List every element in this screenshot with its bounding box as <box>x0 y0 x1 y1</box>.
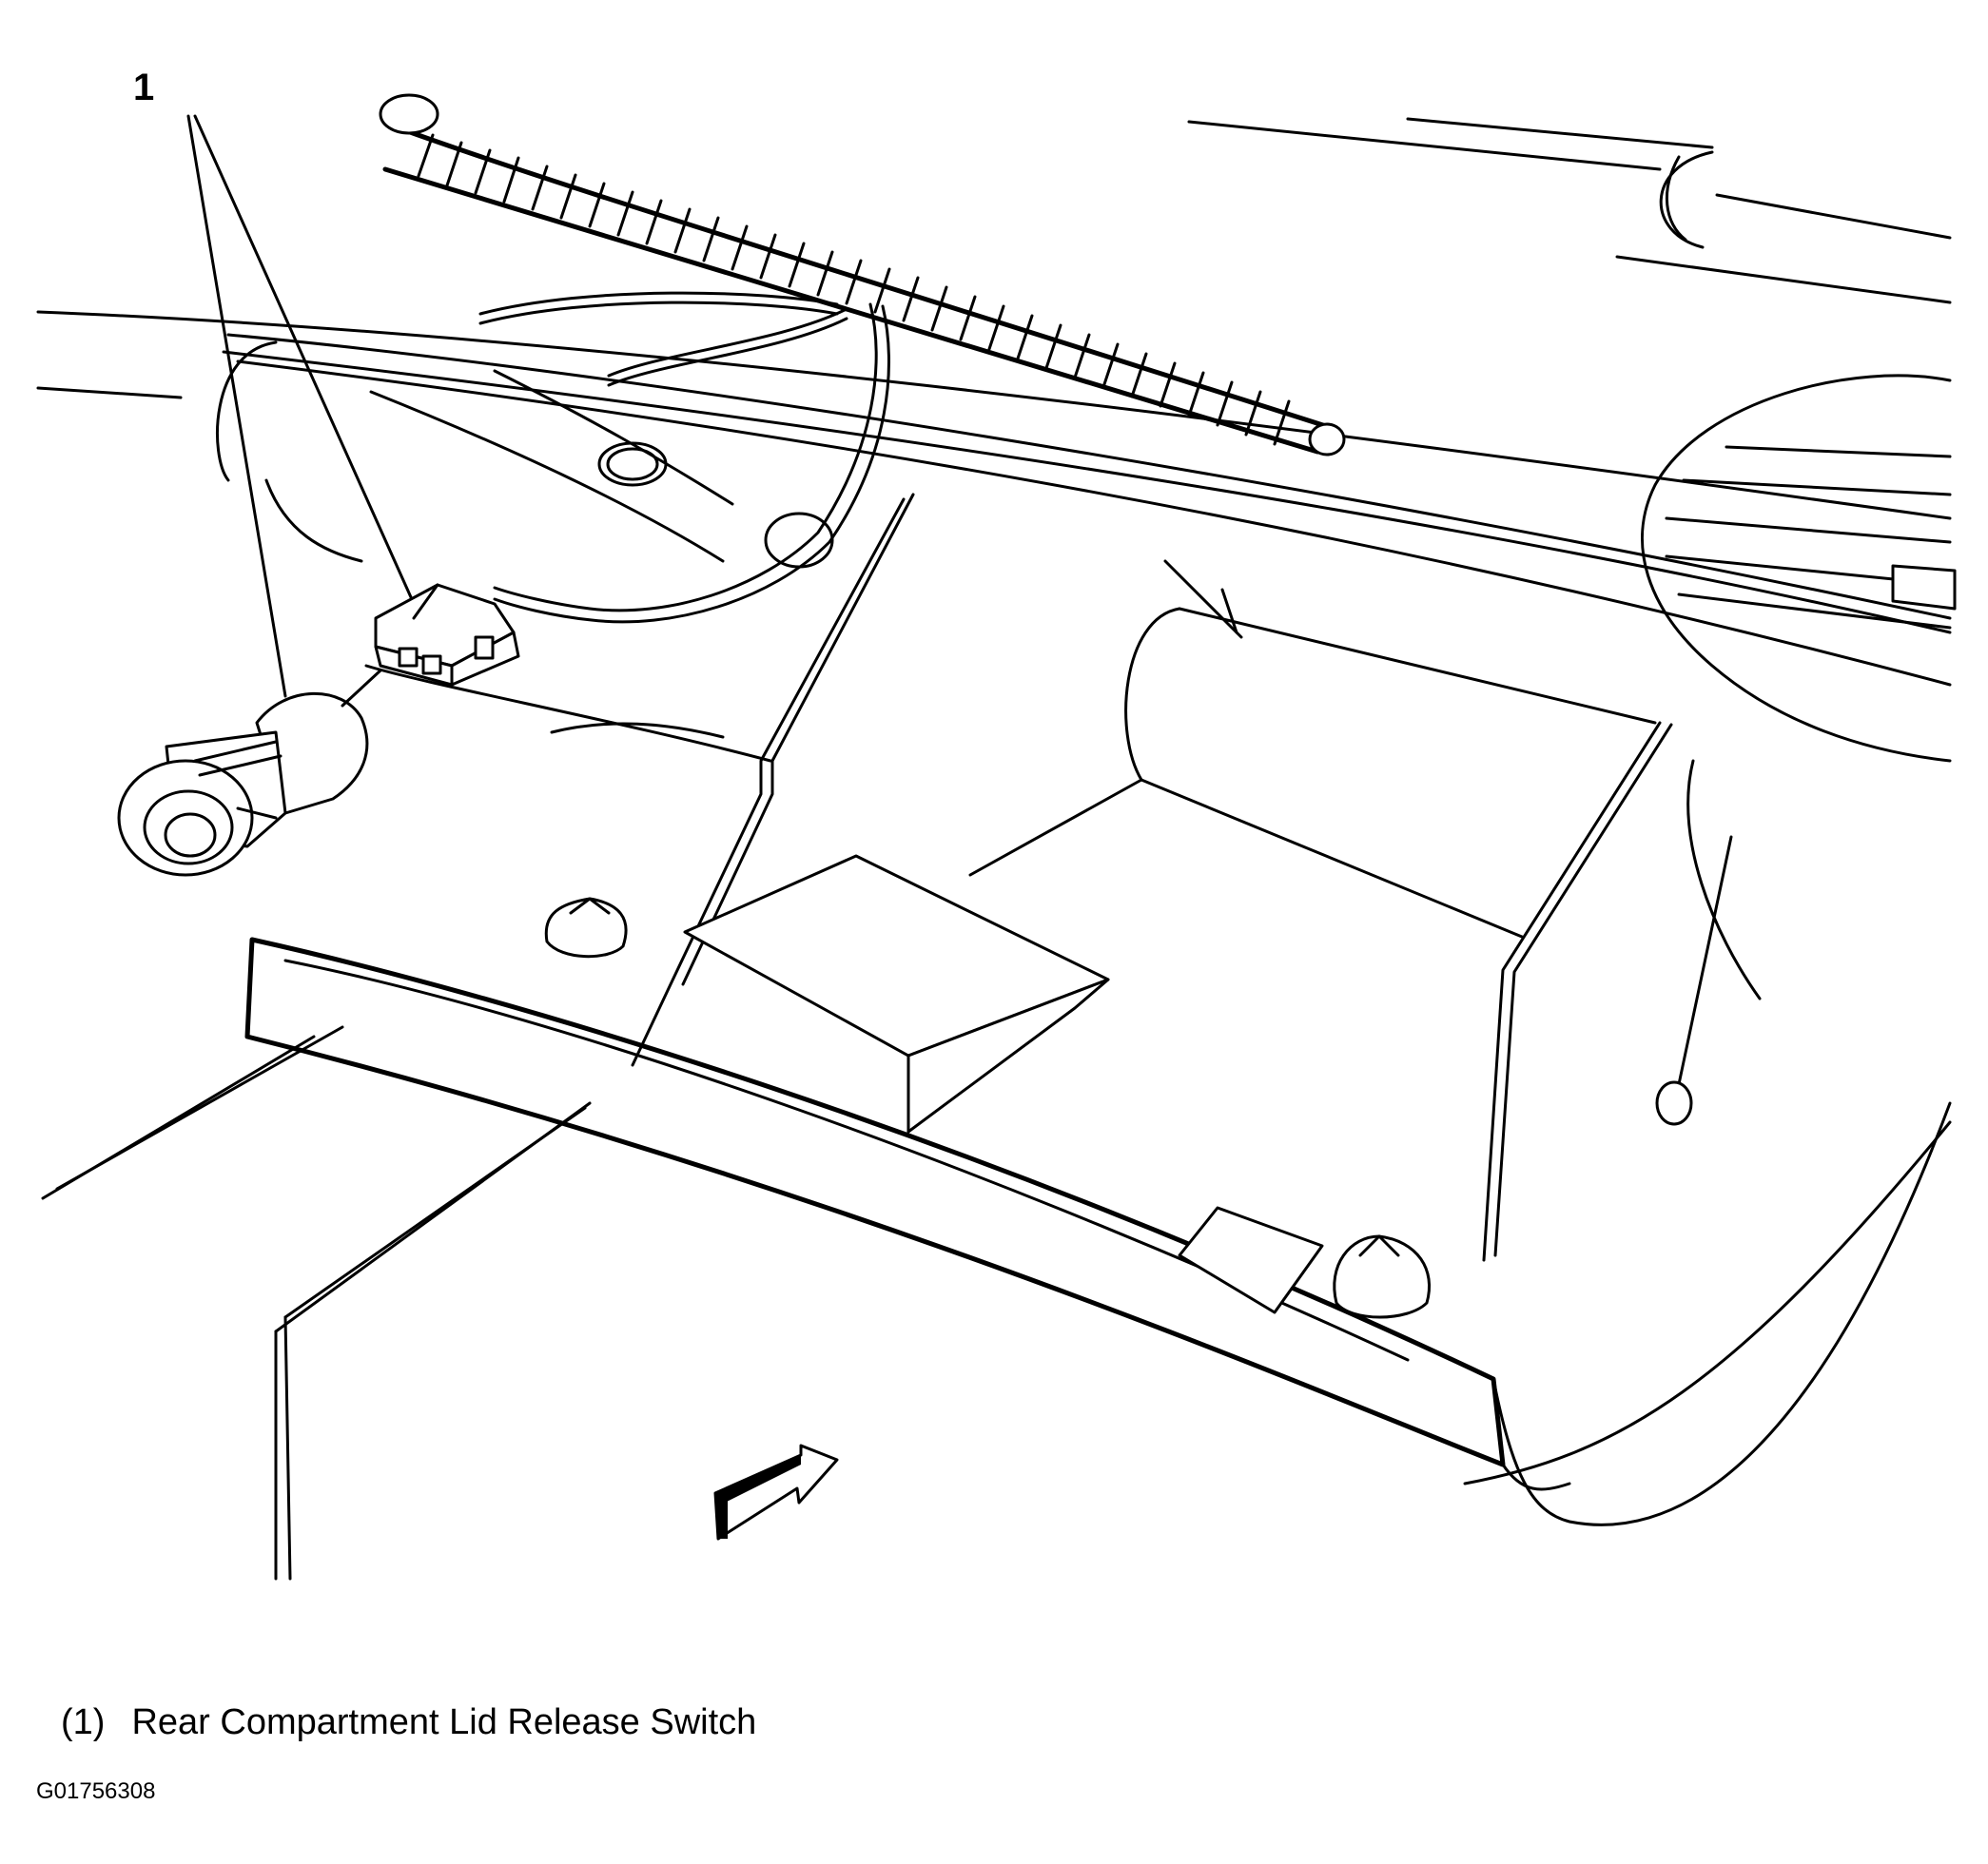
legend-label: Rear Compartment Lid Release Switch <box>131 1702 757 1742</box>
callout-leader-lines <box>186 114 413 708</box>
wiring-harness-conduit <box>379 93 1346 456</box>
lower-body-lines <box>41 1025 592 1581</box>
switch-connector <box>374 583 520 687</box>
left-panel-curves <box>216 340 834 763</box>
right-round-vent <box>1641 374 1957 763</box>
legend-number: (1) <box>61 1702 106 1742</box>
upper-panel-lines <box>1187 117 1952 304</box>
dash-edge-lines <box>36 310 1952 687</box>
forward-arrow-icon <box>713 1444 839 1541</box>
callout-number-1: 1 <box>133 67 155 108</box>
switch-wires <box>478 291 890 624</box>
compartment-interior <box>631 493 1762 1262</box>
lid-bumpers <box>544 897 1432 1319</box>
legend-item: (1) Rear Compartment Lid Release Switch <box>61 1704 756 1740</box>
release-switch-body <box>117 691 369 877</box>
figure-id: G01756308 <box>36 1778 156 1804</box>
compartment-lid <box>244 937 1952 1526</box>
latch-block <box>683 854 1110 1134</box>
